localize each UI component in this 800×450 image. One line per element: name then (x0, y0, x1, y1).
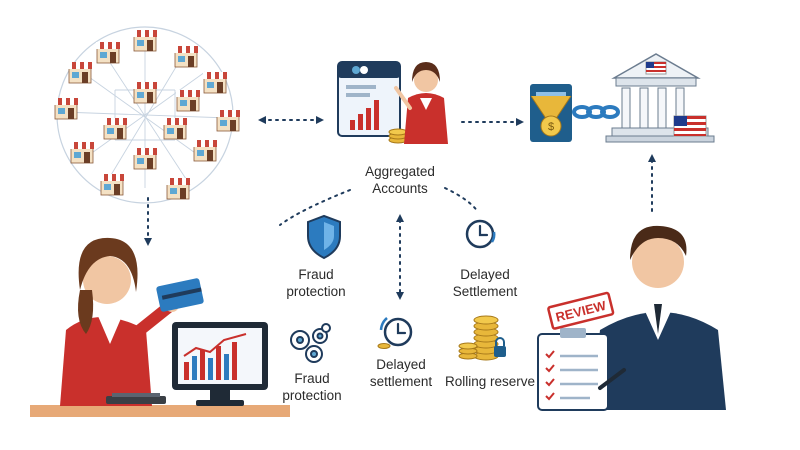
arrowheads (144, 116, 656, 300)
fraud-top-line1: Fraud (298, 267, 334, 282)
merchant-network (53, 26, 241, 204)
fraud-bottom-line2: protection (282, 388, 342, 403)
hub-label: Aggregated Accounts (340, 163, 460, 197)
clock-icon (465, 219, 496, 249)
delayed-settlement-label-center: Delayed settlement (346, 356, 456, 390)
reviewer-man (592, 225, 726, 410)
us-flag-icon (645, 61, 707, 137)
coin-stack-icon (388, 128, 408, 144)
flow-arrows (147, 119, 653, 296)
svg-text:$: $ (548, 121, 554, 133)
merchant-woman (30, 237, 290, 417)
delayed-center-line1: Delayed (376, 357, 426, 372)
delayed-right-line1: Delayed (460, 267, 510, 282)
fraud-bottom-line1: Fraud (294, 371, 330, 386)
coins-lock-icon (458, 315, 506, 361)
delayed-settlement-label-right: Delayed Settlement (430, 266, 540, 300)
presenter-woman (394, 62, 448, 144)
shield-icon (307, 214, 341, 260)
rolling-reserve-text: Rolling reserve (444, 374, 536, 389)
fraud-protection-label-top: Fraud protection (266, 266, 366, 300)
growth-bars (350, 100, 379, 130)
review-clipboard-icon (537, 328, 626, 411)
hub-label-line2: Accounts (372, 181, 428, 196)
aggregator-presenter (337, 61, 448, 144)
fraud-top-line2: protection (286, 284, 346, 299)
acquiring-bank: $ (530, 53, 715, 143)
delayed-right-line2: Settlement (452, 284, 518, 299)
hub-label-line1: Aggregated (365, 164, 435, 179)
network-gears-icon (290, 323, 331, 363)
chain-link-icon (572, 105, 620, 119)
review-stamp: REVIEW (547, 291, 615, 330)
clock-refresh-icon (377, 317, 413, 349)
secured-document-icon: $ (530, 84, 572, 142)
fraud-protection-label-bottom: Fraud protection (262, 370, 362, 404)
delayed-center-line2: settlement (369, 374, 433, 389)
credit-card-icon (156, 278, 204, 312)
rolling-reserve-label: Rolling reserve (430, 373, 550, 390)
pos-monitor-icon (172, 322, 268, 406)
